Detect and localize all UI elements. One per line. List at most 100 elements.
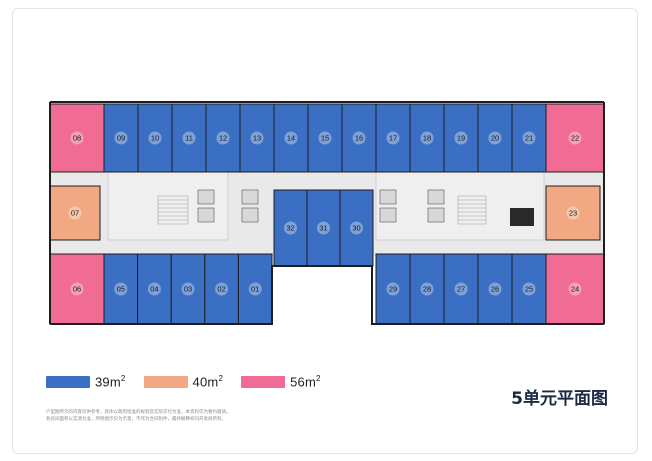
- unit-20-badge: [488, 131, 502, 145]
- plan-title: 5单元平面图: [511, 389, 608, 409]
- unit-07-label: 07: [71, 209, 79, 218]
- legend-item-39: 39m2: [46, 374, 126, 389]
- unit-03-label: 03: [184, 285, 192, 294]
- legend-swatch-orange: [143, 375, 188, 388]
- unit-20-label: 20: [491, 134, 499, 143]
- unit-22-badge: [568, 131, 582, 145]
- elevators-right: [379, 189, 445, 223]
- unit-21: [511, 103, 547, 173]
- unit-12: [205, 103, 241, 173]
- unit-26-badge: [488, 282, 502, 296]
- unit-10: [137, 103, 173, 173]
- unit-18: [409, 103, 445, 173]
- unit-14-label: 14: [287, 134, 295, 143]
- equipment-room: [510, 208, 534, 226]
- page-frame: [12, 8, 638, 454]
- unit-24: [545, 253, 605, 325]
- unit-28-badge: [420, 282, 434, 296]
- legend: 39m2 40m2 56m2: [46, 374, 339, 389]
- unit-02-badge: [215, 282, 229, 296]
- legend-item-40: 40m2: [143, 374, 224, 390]
- unit-18-label: 18: [423, 134, 431, 143]
- unit-28-label: 28: [423, 285, 431, 294]
- unit-01-label: 01: [251, 285, 259, 294]
- unit-24-badge: [568, 282, 582, 296]
- unit-17-badge: [386, 131, 400, 145]
- legend-label-39: 39m2: [95, 374, 126, 390]
- units-layer: [49, 103, 605, 325]
- unit-32-label: 32: [286, 224, 294, 233]
- unit-02-label: 02: [217, 285, 225, 294]
- note-line: 户型图所示的内容仅供参考，具体以政府批准的规划及实际交付为准，本资料仅为要约邀请…: [46, 409, 231, 414]
- unit-06: [49, 253, 105, 325]
- legend-item-56: 56m2: [241, 374, 321, 389]
- unit-08: [49, 103, 105, 173]
- unit-15-label: 15: [321, 134, 329, 143]
- unit-14-badge: [284, 131, 298, 145]
- unit-12-badge: [216, 131, 230, 145]
- unit-27-badge: [454, 282, 468, 296]
- unit-21-badge: [522, 131, 536, 145]
- unit-16-badge: [352, 131, 366, 145]
- unit-25-label: 25: [525, 285, 533, 294]
- outer-walls: [49, 101, 605, 325]
- unit-31-badge: [317, 221, 330, 235]
- legend-swatch-pink: [241, 375, 286, 388]
- unit-04-badge: [147, 282, 161, 296]
- unit-03-badge: [181, 282, 195, 296]
- unit-31-label: 31: [319, 224, 327, 233]
- unit-30-badge: [350, 221, 363, 235]
- unit-01-badge: [248, 282, 262, 296]
- unit-31: [306, 189, 341, 267]
- stair-left: [157, 195, 189, 225]
- unit-19-label: 19: [457, 134, 465, 143]
- unit-08-badge: [70, 131, 84, 145]
- unit-22-label: 22: [571, 134, 579, 143]
- unit-09: [103, 103, 139, 173]
- unit-25: [511, 253, 547, 325]
- core-left: [107, 169, 229, 241]
- unit-22: [545, 103, 605, 173]
- unit-21-label: 21: [525, 134, 533, 143]
- unit-26-label: 26: [491, 285, 499, 294]
- unit-05: [103, 253, 139, 325]
- unit-06-label: 06: [73, 285, 81, 294]
- unit-05-label: 05: [117, 285, 125, 294]
- unit-07-badge: [68, 206, 82, 220]
- unit-24-label: 24: [571, 285, 579, 294]
- unit-17: [375, 103, 411, 173]
- unit-10-label: 10: [151, 134, 159, 143]
- legend-label-40: 40m2: [192, 374, 224, 390]
- unit-23-label: 23: [569, 209, 577, 218]
- note-line: 各房间面积以实测为准，所附图示仅为示意，不作为合同附件，最终解释权归开发商所有。: [46, 416, 226, 421]
- unit-15-badge: [318, 131, 332, 145]
- unit-11-badge: [182, 131, 196, 145]
- unit-10-badge: [148, 131, 162, 145]
- unit-29: [375, 253, 411, 325]
- unit-09-label: 09: [117, 134, 125, 143]
- stair-right: [457, 195, 487, 225]
- unit-12-label: 12: [219, 134, 227, 143]
- unit-04-label: 04: [150, 285, 158, 294]
- unit-32-badge: [284, 221, 297, 235]
- unit-03: [170, 253, 206, 325]
- unit-11-label: 11: [185, 134, 193, 143]
- unit-13: [239, 103, 275, 173]
- elevators-left: [197, 189, 259, 223]
- unit-08-label: 08: [73, 134, 81, 143]
- unit-29-label: 29: [389, 285, 397, 294]
- unit-32: [273, 189, 308, 267]
- unit-19: [443, 103, 479, 173]
- core-right: [375, 169, 545, 241]
- unit-23-badge: [566, 206, 580, 220]
- unit-23: [545, 185, 601, 241]
- legend-swatch-blue: [46, 375, 90, 388]
- unit-05-badge: [114, 282, 128, 296]
- disclaimer-notes: 户型图所示的内容仅供参考，具体以政府批准的规划及实际交付为准，本资料仅为要约邀请…: [46, 408, 366, 422]
- unit-13-badge: [250, 131, 264, 145]
- unit-06-badge: [70, 282, 84, 296]
- unit-25-badge: [522, 282, 536, 296]
